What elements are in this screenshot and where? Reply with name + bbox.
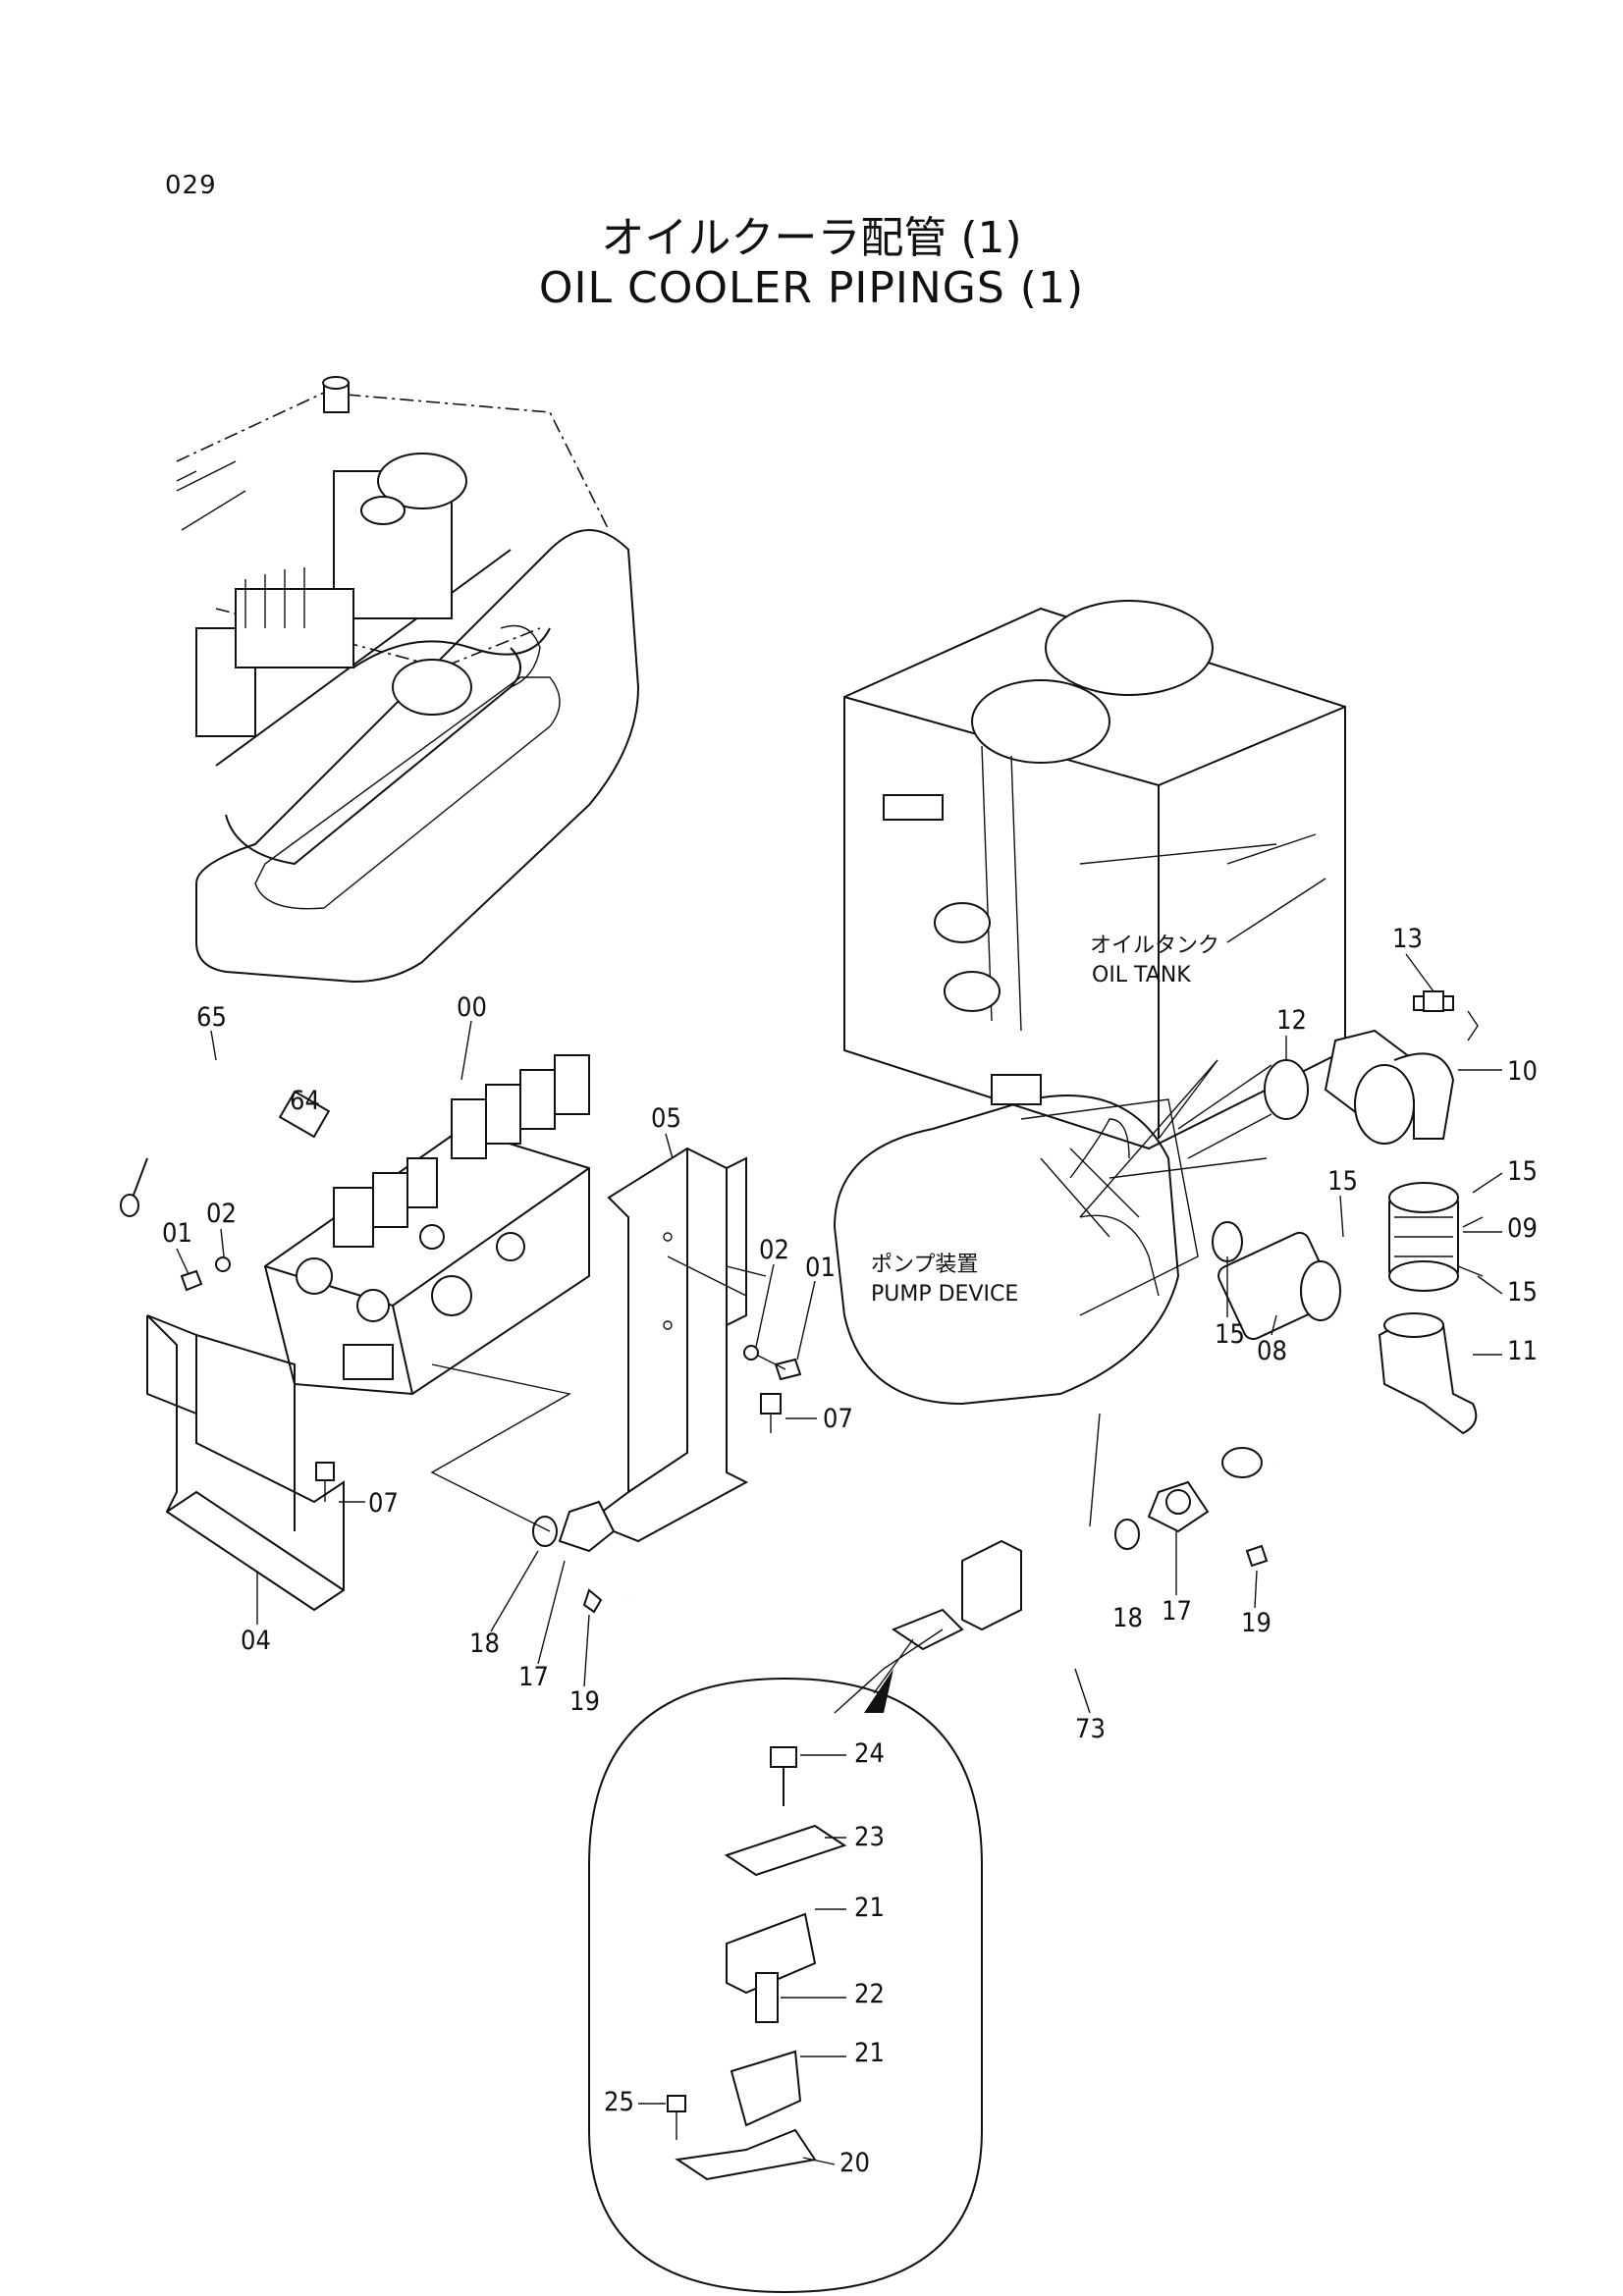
part-label-18-left: 18 xyxy=(469,1629,500,1659)
part-label-24: 24 xyxy=(854,1738,885,1769)
callout-oil-tank-en: OIL TANK xyxy=(1092,963,1191,988)
part-label-02-right: 02 xyxy=(759,1235,789,1265)
part-label-73: 73 xyxy=(1075,1714,1106,1744)
part-label-07-right: 07 xyxy=(823,1404,853,1434)
part-label-17-right: 17 xyxy=(1162,1596,1192,1627)
fittings-right xyxy=(1177,995,1484,1435)
callout-pump-en: PUMP DEVICE xyxy=(871,1282,1018,1307)
part-label-25: 25 xyxy=(604,2087,634,2117)
part-label-10: 10 xyxy=(1507,1056,1538,1087)
bolts xyxy=(180,990,1444,1502)
hose-65 xyxy=(120,1053,331,1217)
part-label-17-left: 17 xyxy=(518,1662,549,1692)
part-label-64: 64 xyxy=(290,1086,320,1116)
page-number: 029 xyxy=(165,171,217,200)
part-label-21-bottom: 21 xyxy=(854,2038,885,2068)
part-label-19-right: 19 xyxy=(1241,1608,1271,1638)
part-label-04: 04 xyxy=(241,1626,271,1656)
part-label-65: 65 xyxy=(196,1002,227,1033)
part-label-00: 00 xyxy=(457,992,487,1023)
part-label-01-right: 01 xyxy=(805,1253,836,1283)
part-label-21-top: 21 xyxy=(854,1893,885,1923)
part-label-15-bottom: 15 xyxy=(1215,1319,1245,1350)
part-label-02-left: 02 xyxy=(206,1199,237,1229)
pump-device xyxy=(833,1074,1268,1406)
detail-bubble xyxy=(588,1638,983,2294)
part-label-15-top: 15 xyxy=(1327,1166,1358,1197)
control-valve xyxy=(263,1054,590,1396)
bracket-05 xyxy=(586,1147,749,1543)
part-label-23: 23 xyxy=(854,1822,885,1852)
machine-overview xyxy=(176,376,640,984)
title-japanese: オイルクーラ配管 (1) xyxy=(601,213,1022,263)
bracket-04 xyxy=(146,1314,345,1612)
callout-pump-jp: ポンプ装置 xyxy=(871,1253,978,1277)
part-label-15-right-bottom: 15 xyxy=(1507,1277,1538,1308)
title-english: OIL COOLER PIPINGS (1) xyxy=(538,263,1085,313)
pipe-73 xyxy=(532,1447,1416,1709)
callout-oil-tank-jp: オイルタンク xyxy=(1090,934,1219,958)
part-label-20: 20 xyxy=(839,2148,870,2178)
part-label-11: 11 xyxy=(1507,1336,1538,1366)
part-label-01-left: 01 xyxy=(162,1218,192,1249)
part-label-07-left: 07 xyxy=(368,1488,399,1519)
oil-tank-assembly xyxy=(843,600,1346,1150)
leader-lines xyxy=(430,1059,1218,1714)
part-label-12: 12 xyxy=(1276,1005,1307,1036)
part-label-18-right: 18 xyxy=(1112,1603,1143,1633)
part-label-08: 08 xyxy=(1257,1336,1287,1366)
part-label-05: 05 xyxy=(651,1103,681,1134)
part-label-13: 13 xyxy=(1392,924,1423,954)
part-label-09: 09 xyxy=(1507,1213,1538,1244)
part-label-15-right-top: 15 xyxy=(1507,1156,1538,1187)
part-label-22: 22 xyxy=(854,1979,885,2009)
part-label-19-left: 19 xyxy=(569,1686,600,1717)
